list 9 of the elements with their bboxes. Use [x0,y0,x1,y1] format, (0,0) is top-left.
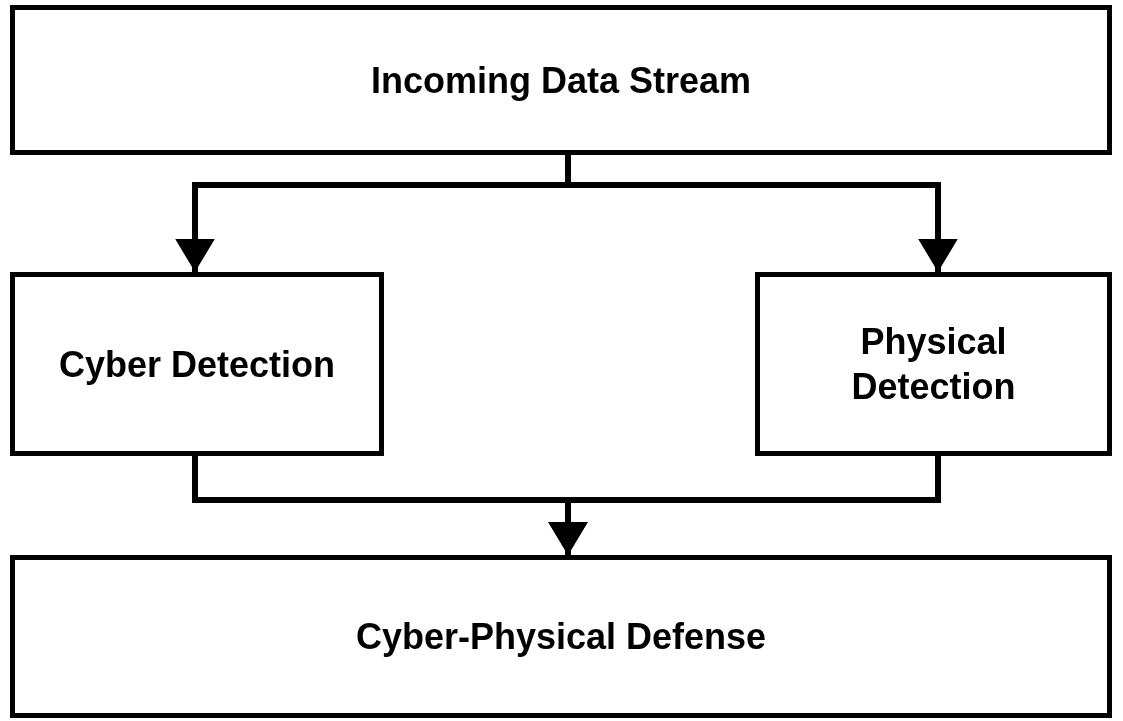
box-label: Cyber Detection [58,342,336,387]
box-label: Incoming Data Stream [370,58,752,103]
box-label: Cyber-Physical Defense [355,615,767,659]
box-label: Physical Detection [850,320,1017,409]
process-box [10,555,1112,718]
process-box [755,272,1112,456]
arrow [565,155,958,272]
process-box [10,5,1112,155]
process-box [10,272,384,456]
